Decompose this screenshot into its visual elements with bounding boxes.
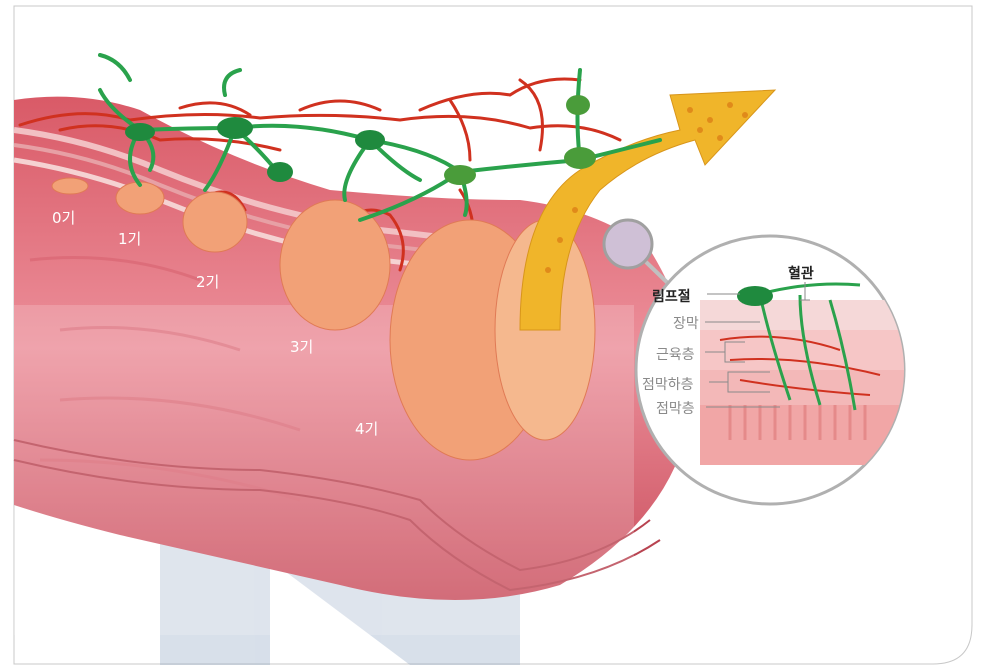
serosa-label: 장막 xyxy=(673,313,699,333)
submucosa-label: 점막하층 xyxy=(642,374,694,394)
muscle-layer-label: 근육층 xyxy=(656,344,695,364)
stage-1-label: 1기 xyxy=(118,228,141,249)
stage-3-label: 3기 xyxy=(290,336,313,357)
inset-cross-section xyxy=(636,236,920,504)
magnifier-lens xyxy=(604,220,652,268)
lymph-node-label: 림프절 xyxy=(652,286,691,306)
stage-0-label: 0기 xyxy=(52,207,75,228)
blood-vessel-label: 혈관 xyxy=(788,263,814,283)
mucosa-label: 점막층 xyxy=(656,398,695,418)
stage-4-label: 4기 xyxy=(355,418,378,439)
stage-2-label: 2기 xyxy=(196,271,219,292)
